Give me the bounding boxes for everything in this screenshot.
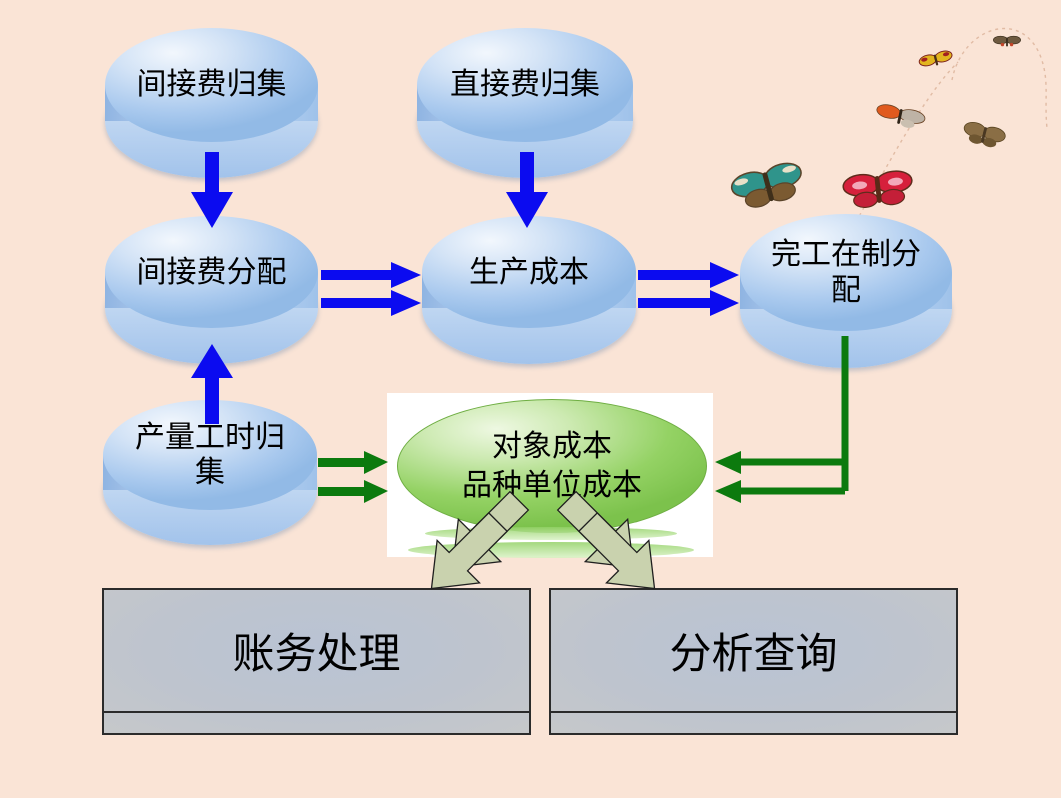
cylinder-top <box>105 216 318 329</box>
node-label: 产量工时归集 <box>135 420 285 490</box>
node-label: 直接费归集 <box>450 68 600 102</box>
arrow-green-right-pair-icon <box>318 451 388 503</box>
bent-arrow-right-icon <box>556 490 656 590</box>
cylinder-top <box>740 214 952 332</box>
node-label: 完工在制分配 <box>771 238 921 307</box>
node-label-line2: 品种单位成本 <box>462 469 642 502</box>
butterfly-icon <box>918 50 953 67</box>
bent-arrow-left-icon <box>430 490 530 590</box>
cylinder-indirect-expense-collection: 间接费归集 <box>105 28 318 178</box>
arrow-up-workhours-icon <box>191 344 233 424</box>
node-label: 生产成本 <box>469 255 589 289</box>
green-elbow-arrowheads-icon <box>715 451 741 503</box>
box-analysis-query: 分析查询 <box>549 588 958 735</box>
box-label: 账务处理 <box>232 632 401 678</box>
cylinder-production-cost: 生产成本 <box>422 216 636 364</box>
green-elbow-connector-icon <box>741 336 849 495</box>
butterfly-icon <box>842 170 913 209</box>
butterfly-icon <box>993 35 1021 47</box>
node-label-line1: 对象成本 <box>492 430 612 463</box>
box-footer-strip <box>551 711 956 733</box>
box-account-processing: 账务处理 <box>102 588 531 735</box>
box-footer-strip <box>104 711 529 733</box>
arrow-down-direct-icon <box>506 152 548 228</box>
arrow-down-indirect-icon <box>191 152 233 228</box>
butterfly-icon <box>963 121 1006 148</box>
ellipse-object-cost: 对象成本 品种单位成本 <box>397 399 707 533</box>
butterfly-icon <box>730 162 802 208</box>
cylinder-top <box>417 28 633 142</box>
butterfly-icon <box>876 104 926 128</box>
box-label: 分析查询 <box>669 632 838 678</box>
butterfly-trail-icon <box>951 27 1048 129</box>
cylinder-direct-expense-collection: 直接费归集 <box>417 28 633 178</box>
arrow-right-pair-2-icon <box>638 262 739 316</box>
node-label: 间接费归集 <box>136 68 287 102</box>
cylinder-top <box>422 216 636 329</box>
cylinder-top <box>105 28 318 142</box>
arrow-right-pair-1-icon <box>321 262 421 316</box>
node-label: 间接费分配 <box>136 255 287 289</box>
